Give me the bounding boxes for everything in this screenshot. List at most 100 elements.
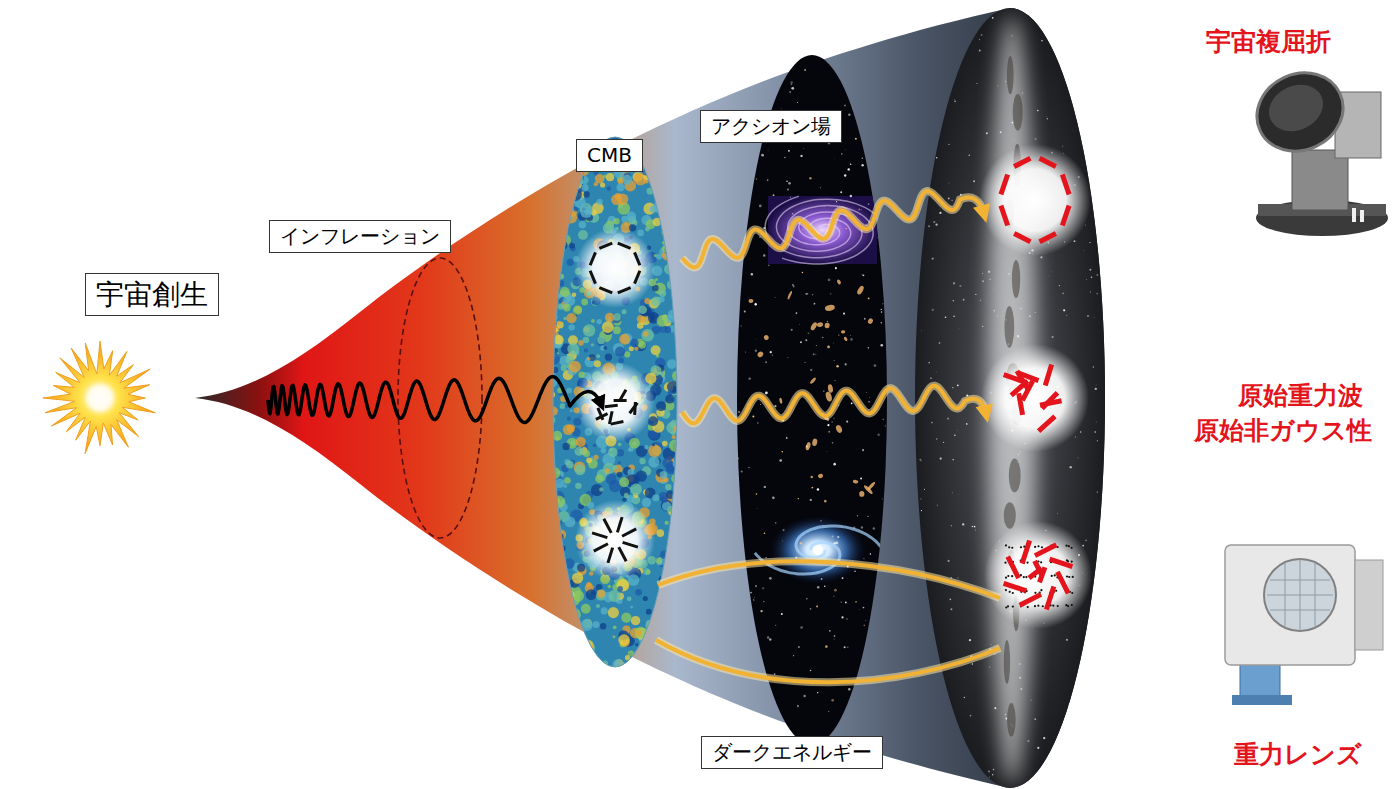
- cmb-speck: [556, 608, 565, 617]
- grid-dot: [1004, 562, 1006, 564]
- cmb-speck: [551, 195, 560, 204]
- cmb-speck: [596, 319, 601, 324]
- cmb-speck: [548, 177, 560, 189]
- star-dot: [880, 309, 881, 310]
- star-dot: [1062, 293, 1064, 295]
- star-dot: [972, 24, 973, 25]
- cmb-speck: [637, 663, 641, 667]
- cmb-speck: [548, 610, 557, 619]
- star-dot: [993, 769, 994, 770]
- cmb-speck: [605, 313, 615, 323]
- cmb-speck: [658, 134, 662, 138]
- distant-galaxy: [824, 304, 835, 312]
- cmb-speck: [600, 182, 605, 187]
- star-dot: [1097, 491, 1098, 492]
- cmb-speck: [615, 347, 625, 357]
- cmb-speck: [550, 586, 556, 592]
- radial-pattern: [592, 517, 638, 563]
- cmb-speck: [590, 663, 599, 672]
- cmb-speck: [564, 133, 570, 139]
- star-dot: [1020, 688, 1022, 690]
- cmb-speck: [606, 473, 617, 484]
- cmb-speck: [672, 251, 682, 261]
- star-dot: [754, 303, 756, 305]
- star-dot: [873, 527, 875, 529]
- cmb-speck: [597, 336, 605, 344]
- star-dot: [840, 56, 841, 57]
- cmb-speck: [544, 512, 556, 524]
- star-dot: [827, 424, 829, 426]
- cmb-speck: [569, 243, 575, 249]
- star-dot: [809, 177, 812, 180]
- star-dot: [808, 332, 810, 334]
- polarization-dash: [1029, 568, 1042, 578]
- cmb-speck: [671, 474, 680, 483]
- star-dot: [749, 648, 752, 651]
- cmb-speck: [578, 635, 582, 639]
- star-dot: [758, 654, 760, 656]
- star-dot: [834, 380, 836, 382]
- cmb-speck: [667, 596, 677, 606]
- star-dot: [882, 498, 883, 499]
- cmb-speck: [578, 340, 584, 346]
- star-dot: [850, 163, 852, 165]
- cmb-speck: [559, 274, 565, 280]
- polarization-dash: [1046, 587, 1053, 610]
- grid-dot: [1051, 575, 1053, 577]
- box-text: 宇宙創生: [96, 277, 208, 312]
- cmb-speck: [673, 303, 685, 315]
- star-dot: [936, 157, 937, 158]
- cmb-speck: [618, 461, 621, 464]
- star-dot: [823, 390, 825, 392]
- cmb-speck: [557, 576, 562, 581]
- star-dot: [994, 707, 996, 709]
- distant-galaxy: [859, 491, 864, 497]
- cmb-speck: [677, 444, 683, 450]
- cmb-speck: [606, 173, 614, 181]
- cmb-speck: [664, 224, 668, 228]
- star-dot: [988, 770, 990, 772]
- star-dot: [767, 179, 768, 180]
- polarization-dash: [599, 288, 612, 293]
- star-dot: [952, 492, 953, 493]
- star-dot: [752, 88, 754, 90]
- cmb-speck: [617, 472, 623, 478]
- cmb-speck: [633, 664, 645, 676]
- photon-wave-glow: [682, 191, 984, 267]
- cmb-speck: [652, 443, 655, 446]
- star-dot: [925, 72, 926, 73]
- grid-dot: [1012, 605, 1014, 607]
- cmb-speck: [630, 339, 638, 347]
- polarization-dash: [623, 542, 638, 547]
- grid-dot: [1011, 575, 1013, 577]
- cmb-speck: [551, 572, 563, 584]
- cmb-speck: [603, 346, 607, 350]
- cmb-speck: [581, 659, 586, 664]
- star-dot: [1037, 110, 1039, 112]
- star-dot: [882, 303, 883, 304]
- star-dot: [870, 553, 872, 555]
- polarization-dash: [608, 548, 613, 563]
- highlight-label: 原始重力波: [1235, 381, 1366, 411]
- cmb-speck: [579, 221, 587, 229]
- star-dot: [939, 342, 941, 344]
- b-mode-pattern: [596, 390, 638, 424]
- star-dot: [791, 329, 793, 331]
- star-dot: [764, 532, 766, 534]
- cmb-speck: [668, 664, 675, 671]
- star-dot: [820, 187, 822, 189]
- star-dot: [1096, 293, 1098, 295]
- cmb-speck: [637, 322, 644, 329]
- star-dot: [792, 284, 793, 285]
- cmb-speck: [555, 516, 561, 522]
- polarization-dash: [1018, 373, 1039, 381]
- cmb-speck: [567, 424, 575, 432]
- star-dot: [752, 700, 753, 701]
- polarization-dash: [1008, 557, 1019, 578]
- star-dot: [793, 286, 795, 288]
- cmb-speck: [629, 438, 640, 449]
- polarization-dash: [1001, 206, 1008, 226]
- star-dot: [957, 384, 959, 386]
- star-dot: [924, 489, 925, 490]
